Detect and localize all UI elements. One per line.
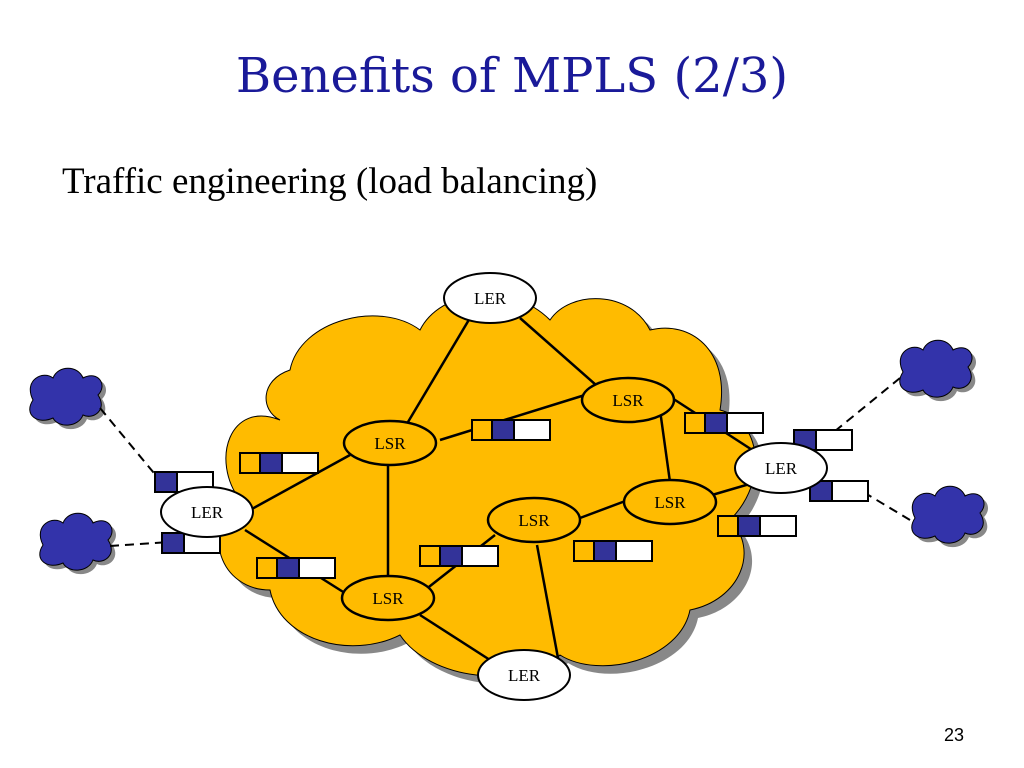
ler-left-label: LER [191, 503, 224, 522]
lsr-center-label: LSR [518, 511, 550, 530]
link-ler-top-lsr-top-right [519, 317, 597, 386]
ler-top-label: LER [474, 289, 507, 308]
ler-right-node: LER [734, 442, 828, 494]
packet-edge-right-top [793, 429, 853, 451]
packet-5 [419, 545, 499, 567]
external-cloud-top-right [899, 339, 977, 402]
slide-title: Benefits of MPLS (2/3) [235, 48, 789, 104]
external-cloud-bottom-left [39, 512, 117, 575]
packet-1 [239, 452, 319, 474]
packet-6 [573, 540, 653, 562]
lsr-right-label: LSR [654, 493, 686, 512]
link-ler-left-lsr-left [249, 453, 351, 512]
lsr-bottom-node: LSR [340, 574, 436, 622]
packet-edge-right-bottom [809, 480, 869, 502]
dashed-link-top-right [817, 377, 901, 446]
link-lsr-center-ler-bottom [535, 544, 560, 659]
ler-bottom-node: LER [477, 649, 571, 701]
lsr-top-right-node: LSR [580, 376, 676, 424]
link-lsr-center-lsr-right [579, 498, 629, 520]
lsr-right-node: LSR [622, 478, 718, 526]
ler-bottom-label: LER [508, 666, 541, 685]
packet-3 [684, 412, 764, 434]
dashed-link-bottom-left [109, 541, 171, 547]
ler-left-node: LER [160, 486, 254, 538]
lsr-left-node: LSR [342, 419, 438, 467]
packet-4 [256, 557, 336, 579]
packet-edge-left-in [154, 471, 214, 493]
lsr-left-label: LSR [374, 434, 406, 453]
page-number: 23 [944, 725, 965, 745]
link-ler-top-lsr-left [406, 317, 472, 423]
ler-top-node: LER [443, 272, 537, 324]
packet-2 [471, 419, 551, 441]
dashed-link-top-left [99, 407, 169, 491]
link-lsr-bottom-ler-bottom [419, 613, 491, 662]
packet-edge-left-out [161, 532, 221, 554]
packet-7 [717, 515, 797, 537]
lsr-center-node: LSR [486, 496, 582, 544]
link-lsr-left-lsr-top-right [439, 393, 586, 442]
ler-right-label: LER [765, 459, 798, 478]
external-cloud-top-left [29, 367, 107, 430]
lsr-bottom-label: LSR [372, 589, 404, 608]
external-cloud-bottom-right [911, 485, 989, 548]
lsr-top-right-label: LSR [612, 391, 644, 410]
slide-subtitle: Traffic engineering (load balancing) [62, 161, 598, 202]
link-lsr-top-right-lsr-right [658, 409, 672, 483]
